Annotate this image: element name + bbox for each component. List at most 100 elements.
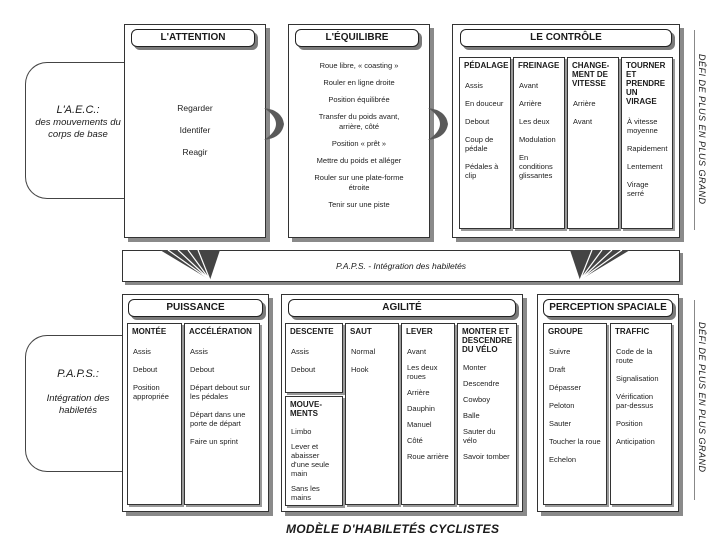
equilibre-item: Transfer du poids avant, arrière, côté — [318, 112, 400, 131]
controle-column-pedalage: PÉDALAGE Assis En douceur Debout Coup de… — [459, 57, 511, 229]
attention-item: Reagir — [182, 147, 208, 157]
list-item: Départ dans une porte de départ — [190, 410, 246, 428]
list-item: Dépasser — [549, 383, 582, 392]
aec-side-label-box — [25, 62, 126, 199]
diagram-caption: MODÈLE D'HABILETÉS CYCLISTES — [286, 522, 500, 536]
list-item: Dauphin — [407, 404, 435, 413]
puissance-column-montee: MONTÉE Assis Debout Position appropriée — [127, 323, 182, 505]
attention-panel: Regarder Identifer Reagir — [124, 24, 266, 238]
column-header: PÉDALAGE — [464, 61, 509, 70]
list-item: Anticipation — [616, 437, 655, 446]
list-item: Avant — [519, 81, 539, 90]
column-header: DESCENTE — [290, 327, 334, 336]
list-item: À vitesse moyenne — [627, 117, 658, 135]
perception-title: PERCEPTION SPACIALE — [543, 299, 673, 317]
equilibre-item: Tenir sur une piste — [328, 200, 390, 209]
list-item: Debout — [465, 117, 490, 126]
paps-side-label-box — [25, 335, 126, 472]
list-item: Coup de pédale — [465, 135, 494, 153]
list-item: Debout — [291, 365, 316, 374]
controle-column-tourner: TOURNER ET PRENDRE UN VIRAGE À vitesse m… — [621, 57, 673, 229]
list-item: Signalisation — [616, 374, 659, 383]
aec-side-label: L'A.E.C.: des mouvements du corps de bas… — [35, 104, 121, 141]
column-header: LEVER — [406, 327, 433, 336]
arrow-right-icon — [264, 108, 284, 140]
agilite-column-mouvements: MOUVE-MENTS Limbo Lever et abaisser d'un… — [285, 396, 343, 506]
aec-side-title: L'A.E.C.: — [56, 104, 100, 116]
controle-title: LE CONTRÔLE — [460, 29, 672, 47]
arrow-right-icon — [428, 108, 448, 140]
paps-integration-label: P.A.P.S. - Intégration des habiletés — [335, 261, 467, 271]
challenge-label-top: DÉFI DE PLUS EN PLUS GRAND — [697, 54, 707, 205]
list-item: Les deux — [519, 117, 550, 126]
controle-column-changement-vitesse: CHANGE-MENT DE VITESSE Arrière Avant — [567, 57, 619, 229]
list-item: Assis — [465, 81, 483, 90]
list-item: Descendre — [463, 379, 500, 388]
list-item: Rapidement — [627, 144, 668, 153]
list-item: Normal — [351, 347, 376, 356]
list-item: Debout — [133, 365, 158, 374]
puissance-title: PUISSANCE — [128, 299, 263, 317]
list-item: Avant — [407, 347, 427, 356]
column-header: TRAFFIC — [615, 327, 650, 336]
list-item: Sauter — [549, 419, 572, 428]
paps-side-label: P.A.P.S.: Intégration des habiletés — [35, 368, 121, 417]
list-item: En conditions glissantes — [519, 153, 553, 180]
list-item: Draft — [549, 365, 566, 374]
puissance-column-acceleration: ACCÉLÉRATION Assis Debout Départ debout … — [184, 323, 260, 505]
paps-side-title: P.A.P.S.: — [57, 368, 99, 380]
aec-side-subtitle: des mouvements du corps de base — [35, 117, 121, 140]
list-item: Peloton — [549, 401, 575, 410]
list-item: En douceur — [465, 99, 504, 108]
list-item: Arrière — [519, 99, 542, 108]
column-header: MOUVE-MENTS — [290, 400, 322, 418]
list-item: Cowboy — [463, 395, 491, 404]
challenge-label-bottom: DÉFI DE PLUS EN PLUS GRAND — [697, 322, 707, 473]
challenge-bracket — [694, 30, 709, 230]
list-item: Balle — [463, 411, 480, 420]
column-header: MONTÉE — [132, 327, 167, 336]
list-item: Côté — [407, 436, 423, 445]
list-item: Manuel — [407, 420, 432, 429]
list-item: Vérification par-dessus — [616, 392, 654, 410]
column-header: CHANGE-MENT DE VITESSE — [572, 61, 610, 88]
column-header: FREINAGE — [518, 61, 560, 70]
list-item: Lentement — [627, 162, 663, 171]
list-item: Départ debout sur les pédales — [190, 383, 251, 401]
list-item: Arrière — [573, 99, 596, 108]
column-header: MONTER ET DESCENDRE DU VÉLO — [462, 327, 513, 354]
list-item: Monter — [463, 363, 487, 372]
equilibre-panel: Roue libre, « coasting » Rouler en ligne… — [288, 24, 430, 238]
list-item: Virage serré — [627, 180, 649, 198]
equilibre-item: Position équilibrée — [328, 95, 390, 104]
list-item: Roue arrière — [407, 452, 449, 461]
list-item: Lever et abaisser d'une seule main — [291, 442, 330, 478]
list-item: Position — [616, 419, 643, 428]
column-header: SAUT — [350, 327, 372, 336]
controle-column-freinage: FREINAGE Avant Arrière Les deux Modulati… — [513, 57, 565, 229]
arrow-down-icon — [160, 250, 220, 281]
column-header: TOURNER ET PRENDRE UN VIRAGE — [626, 61, 666, 106]
equilibre-item: Mettre du poids et alléger — [316, 156, 402, 165]
equilibre-title: L'ÉQUILIBRE — [295, 29, 419, 47]
challenge-bracket — [694, 300, 709, 500]
equilibre-item: Position « prêt » — [331, 139, 387, 148]
paps-side-subtitle: Intégration des habiletés — [46, 393, 110, 416]
attention-item: Identifer — [179, 125, 211, 135]
list-item: Sauter du vélo — [463, 427, 496, 445]
list-item: Savoir tomber — [463, 452, 510, 461]
equilibre-items: Roue libre, « coasting » Rouler en ligne… — [289, 61, 429, 217]
attention-item: Regarder — [177, 103, 213, 113]
list-item: Debout — [190, 365, 215, 374]
list-item: Arrière — [407, 388, 430, 397]
list-item: Hook — [351, 365, 369, 374]
list-item: Limbo — [291, 427, 312, 436]
attention-items: Regarder Identifer Reagir — [125, 103, 265, 168]
agilite-column-monter-descendre: MONTER ET DESCENDRE DU VÉLO Monter Desce… — [457, 323, 517, 505]
list-item: Toucher la roue — [549, 437, 601, 446]
list-item: Position appropriée — [133, 383, 169, 401]
list-item: Code de la route — [616, 347, 653, 365]
list-item: Assis — [133, 347, 151, 356]
list-item: Echelon — [549, 455, 577, 464]
equilibre-item: Roue libre, « coasting » — [319, 61, 399, 70]
